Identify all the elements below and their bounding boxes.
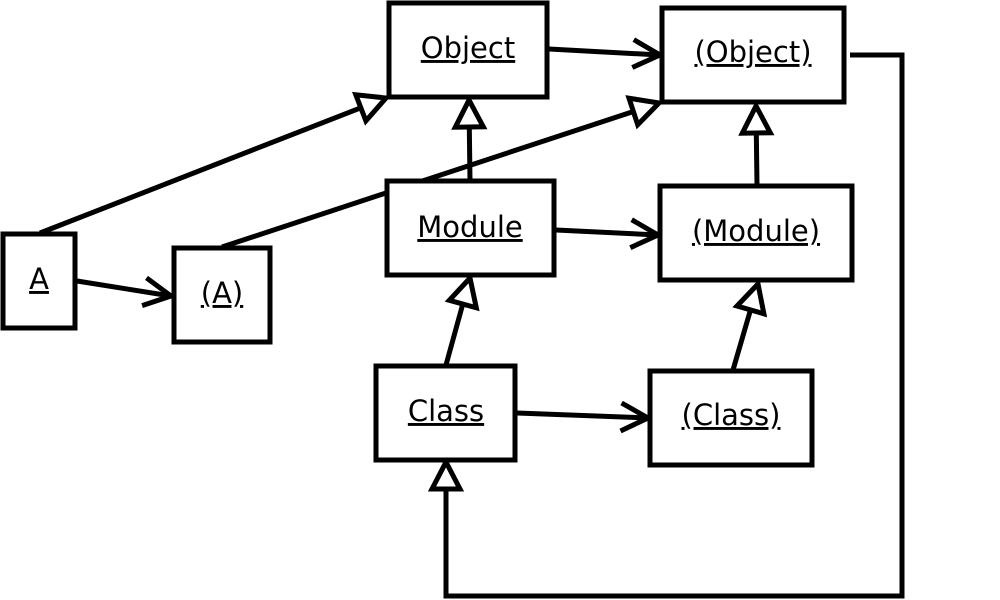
node-meta-a-label: (A) xyxy=(201,276,243,310)
node-class-label: Class xyxy=(408,394,484,428)
association-arrowhead xyxy=(141,275,177,308)
node-meta-module[interactable]: (Module) xyxy=(657,183,855,283)
edge-line xyxy=(443,52,905,599)
generalization-arrowhead xyxy=(351,91,392,126)
edge-class-to-meta-class xyxy=(516,400,654,434)
generalization-arrowhead xyxy=(444,272,480,312)
node-class-box xyxy=(373,363,518,463)
node-module-label: Module xyxy=(417,210,522,244)
edges-layer xyxy=(39,37,905,599)
node-meta-module-box xyxy=(657,183,855,283)
edge-line xyxy=(753,132,760,186)
edge-object-to-meta-object xyxy=(548,37,666,70)
node-meta-class-box xyxy=(647,368,815,468)
edge-line xyxy=(466,126,473,182)
node-object-box xyxy=(386,0,550,100)
edge-module-to-meta-module xyxy=(555,217,664,250)
node-meta-object[interactable]: (Object) xyxy=(659,5,847,105)
edge-line xyxy=(516,410,649,421)
node-meta-class-label: (Class) xyxy=(682,398,781,432)
generalization-arrowhead xyxy=(427,456,465,492)
node-meta-object-box xyxy=(659,5,847,105)
node-meta-a-box xyxy=(171,245,273,345)
node-meta-object-label: (Object) xyxy=(694,35,811,69)
edge-line xyxy=(443,303,466,366)
node-class[interactable]: Class xyxy=(373,363,518,463)
generalization-arrowhead xyxy=(732,278,768,318)
node-meta-module-label: (Module) xyxy=(692,214,820,248)
edge-line xyxy=(730,309,753,371)
node-meta-a[interactable]: (A) xyxy=(171,245,273,345)
edge-a-to-object xyxy=(39,91,392,236)
node-object[interactable]: Object xyxy=(386,0,550,100)
node-object-label: Object xyxy=(421,31,515,65)
node-a[interactable]: A xyxy=(0,231,78,331)
node-module[interactable]: Module xyxy=(384,178,557,278)
generalization-arrowhead xyxy=(451,94,488,130)
edge-line xyxy=(76,278,172,299)
edge-meta-object-to-class xyxy=(427,52,905,599)
node-a-label: A xyxy=(29,262,49,296)
edge-a-to-meta-a xyxy=(76,275,177,308)
generalization-arrowhead xyxy=(625,95,665,130)
nodes-layer: Object (Object) Module (Module) A (A) Cl… xyxy=(0,0,855,468)
edge-line xyxy=(548,46,661,58)
generalization-arrowhead xyxy=(738,100,775,136)
edge-meta-class-to-meta-module xyxy=(730,278,768,371)
node-meta-class[interactable]: (Class) xyxy=(647,368,815,468)
edge-module-to-object xyxy=(451,94,488,182)
edge-line xyxy=(555,227,659,238)
edge-class-to-module xyxy=(443,272,480,366)
node-module-box xyxy=(384,178,557,278)
edge-meta-module-to-meta-object xyxy=(738,100,775,186)
node-a-box xyxy=(0,231,78,331)
edge-line xyxy=(39,105,362,236)
